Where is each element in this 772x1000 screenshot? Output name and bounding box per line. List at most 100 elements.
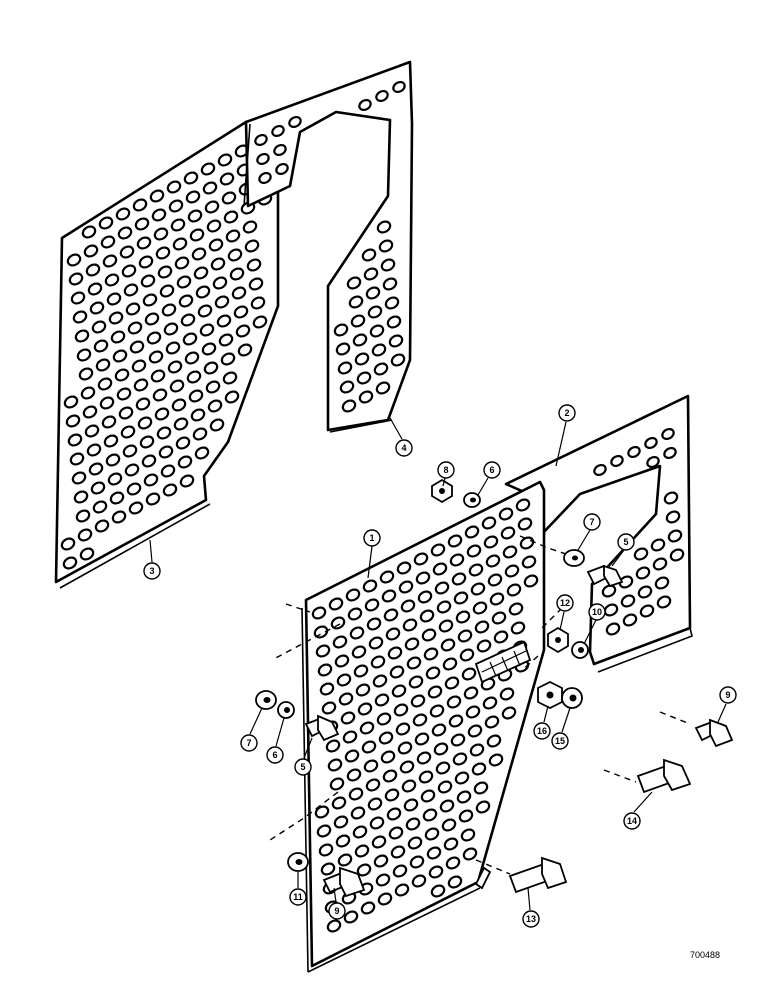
perforation-hole bbox=[390, 353, 406, 367]
perforation-hole bbox=[392, 864, 408, 878]
perforation-hole bbox=[204, 200, 220, 214]
perforation-hole bbox=[384, 788, 400, 802]
perforation-hole bbox=[244, 239, 260, 253]
perforation-hole bbox=[601, 584, 617, 598]
perforation-hole bbox=[143, 473, 159, 487]
perforation-hole bbox=[191, 247, 207, 261]
svg-text:16: 16 bbox=[537, 726, 547, 736]
hardware bbox=[255, 478, 734, 898]
nut-12 bbox=[547, 626, 569, 654]
perforation-hole bbox=[396, 561, 412, 575]
perforation-hole bbox=[254, 133, 268, 147]
svg-text:11: 11 bbox=[293, 892, 303, 902]
perforation-hole bbox=[206, 219, 222, 233]
perforation-hole bbox=[288, 115, 302, 129]
perforation-hole bbox=[449, 553, 465, 567]
perforation-hole bbox=[129, 340, 145, 354]
callout-6-upper: 6 bbox=[483, 461, 501, 479]
perforation-hole bbox=[150, 369, 166, 383]
perforation-hole bbox=[412, 713, 428, 727]
perforation-hole bbox=[444, 676, 460, 690]
perforation-hole bbox=[482, 696, 498, 710]
perforation-hole bbox=[95, 358, 111, 372]
perforation-hole bbox=[350, 314, 366, 328]
perforation-hole bbox=[667, 529, 683, 543]
perforation-hole bbox=[97, 377, 113, 391]
perforation-hole bbox=[426, 846, 442, 860]
nut-8 bbox=[431, 478, 453, 504]
perforation-hole bbox=[523, 574, 539, 588]
perforation-hole bbox=[90, 481, 106, 495]
perforation-hole bbox=[86, 443, 102, 457]
perforation-hole bbox=[69, 452, 85, 466]
perforation-hole bbox=[227, 248, 243, 262]
perforation-hole bbox=[200, 162, 216, 176]
svg-text:5: 5 bbox=[300, 762, 305, 772]
perforation-hole bbox=[193, 266, 209, 280]
perforation-hole bbox=[456, 790, 472, 804]
perforation-hole bbox=[380, 258, 396, 272]
perforation-hole bbox=[179, 474, 195, 488]
perforation-hole bbox=[115, 207, 131, 221]
perforation-hole bbox=[246, 258, 262, 272]
perforation-hole bbox=[466, 544, 482, 558]
perforation-hole bbox=[235, 324, 251, 338]
perforation-hole bbox=[208, 238, 224, 252]
perforation-hole bbox=[315, 644, 331, 658]
svg-text:3: 3 bbox=[149, 566, 154, 576]
perforation-hole bbox=[363, 759, 379, 773]
perforation-hole bbox=[488, 753, 504, 767]
perforation-hole bbox=[342, 730, 358, 744]
hinge bbox=[474, 640, 532, 684]
perforation-hole bbox=[197, 304, 213, 318]
perforation-hole bbox=[442, 657, 458, 671]
perforation-hole bbox=[639, 604, 655, 618]
perforation-hole bbox=[434, 581, 450, 595]
perforation-hole bbox=[502, 545, 518, 559]
perforation-hole bbox=[341, 399, 357, 413]
perforation-hole bbox=[109, 491, 125, 505]
perforation-hole bbox=[481, 516, 497, 530]
perforation-hole bbox=[407, 836, 423, 850]
panel-3-shield bbox=[54, 120, 280, 589]
perforation-hole bbox=[381, 589, 397, 603]
perforation-hole bbox=[192, 427, 208, 441]
perforation-hole bbox=[418, 770, 434, 784]
perforation-hole bbox=[325, 739, 341, 753]
perforation-hole bbox=[102, 254, 118, 268]
svg-text:9: 9 bbox=[334, 906, 339, 916]
perforation-hole bbox=[463, 686, 479, 700]
perforation-hole bbox=[452, 752, 468, 766]
perforation-hole bbox=[156, 426, 172, 440]
perforation-hole bbox=[203, 361, 219, 375]
perforation-hole bbox=[160, 464, 176, 478]
perforation-hole bbox=[378, 239, 394, 253]
perforation-hole bbox=[661, 427, 675, 441]
perforation-hole bbox=[127, 321, 143, 335]
perforation-hole bbox=[250, 296, 266, 310]
perforation-hole bbox=[186, 370, 202, 384]
perforation-hole bbox=[359, 721, 375, 735]
perforation-hole bbox=[271, 124, 285, 138]
perforation-hole bbox=[656, 595, 672, 609]
callout-9-right: 9 bbox=[719, 686, 737, 704]
perforation-hole bbox=[202, 181, 218, 195]
perforation-hole bbox=[121, 264, 137, 278]
perforation-hole bbox=[317, 663, 333, 677]
perforation-hole bbox=[134, 217, 150, 231]
perforation-hole bbox=[63, 395, 79, 409]
perforation-hole bbox=[472, 601, 488, 615]
perforation-hole bbox=[650, 538, 666, 552]
perforation-hole bbox=[153, 227, 169, 241]
perforation-hole bbox=[440, 638, 456, 652]
perforation-hole bbox=[622, 613, 638, 627]
svg-text:7: 7 bbox=[589, 517, 594, 527]
perforation-hole bbox=[98, 216, 114, 230]
washer-6-upper bbox=[463, 492, 481, 508]
callout-4: 4 bbox=[395, 439, 413, 457]
perforation-hole bbox=[392, 80, 406, 94]
perforation-hole bbox=[415, 571, 431, 585]
washer-15 bbox=[561, 687, 583, 709]
perforation-hole bbox=[151, 208, 167, 222]
